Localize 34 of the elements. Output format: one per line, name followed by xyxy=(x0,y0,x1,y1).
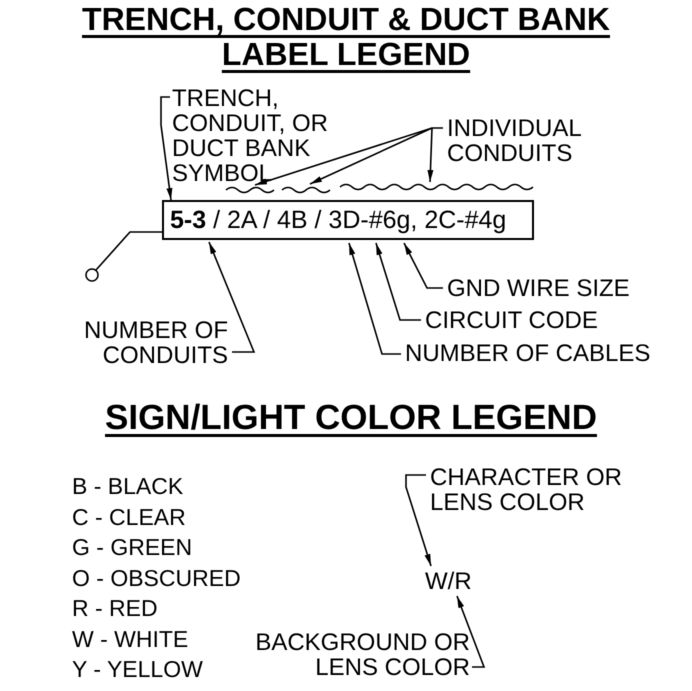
wavy-bracket xyxy=(226,186,274,194)
callout-text: NUMBER OF CONDUITS xyxy=(20,318,228,368)
title: TRENCH, CONDUIT & DUCT BANK LABEL LEGEND xyxy=(81,2,611,72)
color-code-item: R - RED xyxy=(72,596,158,621)
leader-arrow xyxy=(456,596,486,668)
callout-text: BACKGROUND OR LENS COLOR xyxy=(250,630,470,680)
color-code-item: B - BLACK xyxy=(72,474,184,499)
leader-arrow xyxy=(160,96,172,200)
callout-text: CHARACTER OR LENS COLOR xyxy=(430,465,670,515)
leader-line xyxy=(95,231,162,271)
section-heading: SIGN/LIGHT COLOR LEGEND xyxy=(104,400,598,436)
color-code-item: C - CLEAR xyxy=(72,504,186,530)
wavy-bracket xyxy=(340,184,534,190)
callout-text: GND WIRE SIZE xyxy=(447,276,630,301)
color-code-item: W - WHITE xyxy=(72,626,188,652)
callout-text: TRENCH, CONDUIT, OR DUCT BANK SYMBOL xyxy=(172,86,397,186)
leader-arrow xyxy=(403,242,443,289)
leader-arrow xyxy=(405,474,432,566)
leader-arrow xyxy=(310,127,432,185)
color-code-item: O - OBSCURED xyxy=(72,566,241,590)
leader-arrow xyxy=(254,127,443,186)
leader-arrow xyxy=(348,242,401,355)
connection-circle xyxy=(85,268,99,282)
callout-text: CIRCUIT CODE xyxy=(425,308,598,333)
callout-text: NUMBER OF CABLES xyxy=(405,341,650,366)
wavy-bracket xyxy=(282,186,330,194)
callout-text: W/R xyxy=(425,569,472,594)
callout-text: INDIVIDUAL CONDUITS xyxy=(447,116,607,166)
color-code-item: G - GREEN xyxy=(72,535,192,560)
leader-arrow xyxy=(208,242,256,353)
label-box: 5-3 / 2A / 4B / 3D-#6g, 2C-#4g xyxy=(162,200,534,240)
leader-arrow xyxy=(375,242,421,321)
color-code-item: Y - YELLOW xyxy=(72,657,203,682)
leader-arrow xyxy=(427,128,434,182)
